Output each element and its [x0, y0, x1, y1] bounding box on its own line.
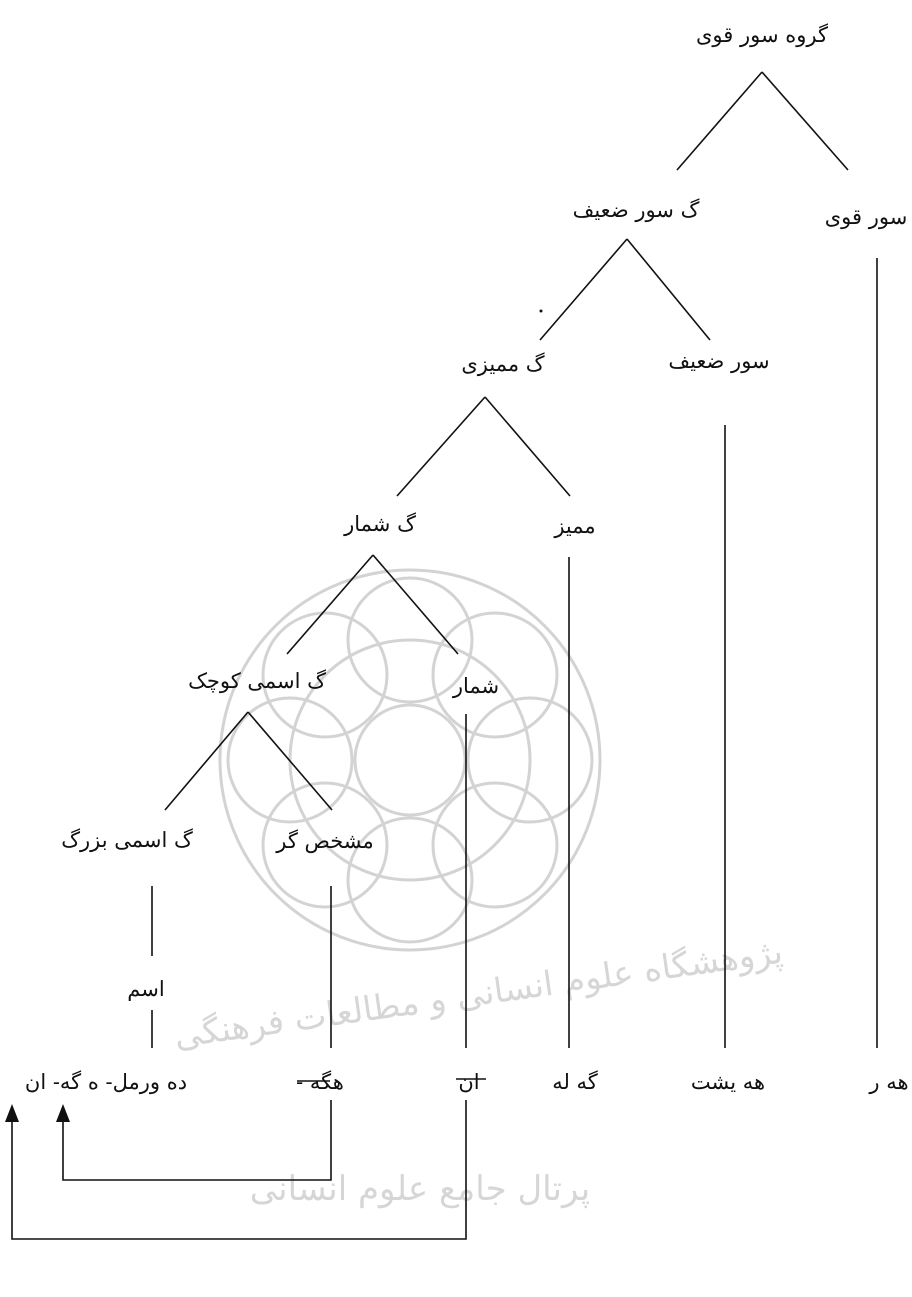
node-root: گروه سور قوی — [696, 23, 828, 48]
node-classifier-group: گ ممیزی — [461, 352, 544, 377]
node-noun: اسم — [127, 977, 164, 1002]
word-w6: ده ورمل- ه گه- ان — [25, 1070, 187, 1095]
arrow-determiner-move — [62, 1100, 332, 1181]
node-determiner: مشخص گر — [275, 829, 374, 854]
word-w1: هه ر — [868, 1070, 908, 1095]
branch-weakgroup-left — [539, 238, 628, 341]
watermark-line-2: پرتال جامع علوم انسانی — [250, 1169, 590, 1209]
branch-weakgroup-right — [626, 238, 711, 341]
node-numeral: شمار — [452, 674, 499, 699]
arrow-numeral-move — [11, 1100, 467, 1240]
node-weak-quantifier-group: گ سور ضعیف — [573, 198, 700, 223]
branch-root-right — [761, 71, 849, 171]
movement-arrows — [5, 1100, 467, 1240]
node-small-noun-group: گ اسمی کوچک — [188, 669, 326, 694]
watermark-emblem — [218, 568, 602, 952]
stray-dot — [539, 309, 543, 313]
branch-root-left — [676, 71, 763, 171]
branch-numgroup-left — [286, 554, 374, 655]
node-strong-quantifier: سور قوی — [825, 205, 908, 230]
branch-smallnoun-right — [247, 711, 333, 811]
arrowhead-numeral-move — [5, 1104, 19, 1122]
branch-smallnoun-left — [164, 711, 249, 811]
watermark-line-1: پژوهشگاه علوم انسانی و مطالعات فرهنگی — [172, 932, 785, 1057]
branch-numgroup-right — [372, 554, 459, 655]
word-w5: - هگه — [296, 1070, 344, 1094]
word-w2: هه یشت — [691, 1070, 765, 1094]
terminal-words: هه ر هه یشت گه له ان - هگه ده ورمل- ه گه… — [25, 1070, 909, 1095]
tree-branches — [164, 71, 849, 811]
tree-stems — [151, 258, 878, 1048]
arrowhead-determiner-move — [56, 1104, 70, 1122]
tree-nodes: گروه سور قوی سور قوی گ سور ضعیف سور ضعیف… — [61, 23, 907, 1002]
word-w4: ان — [458, 1070, 479, 1094]
node-classifier: ممیز — [553, 514, 595, 539]
branch-classgroup-left — [396, 396, 486, 497]
node-weak-quantifier: سور ضعیف — [668, 349, 769, 374]
word-w3: گه له — [552, 1070, 598, 1094]
node-big-noun-group: گ اسمی بزرگ — [61, 828, 193, 853]
node-numeral-group: گ شمار — [343, 512, 416, 537]
branch-classgroup-right — [484, 396, 571, 497]
